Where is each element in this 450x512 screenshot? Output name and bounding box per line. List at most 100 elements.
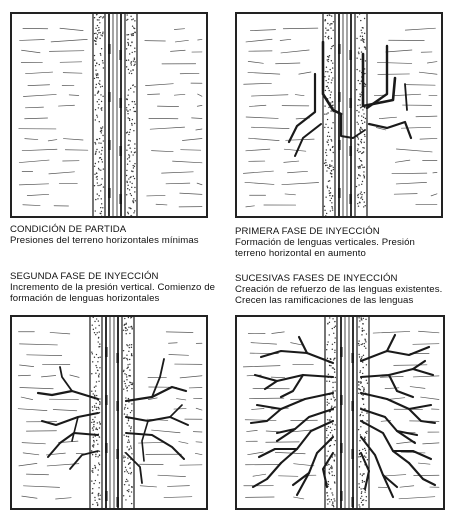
- grout-dot: [363, 391, 364, 392]
- grout-dot: [125, 397, 126, 398]
- grout-dot: [100, 190, 101, 191]
- grout-dot: [363, 41, 364, 42]
- grout-dot: [126, 109, 127, 110]
- grout-dot: [97, 503, 98, 504]
- grout-dot: [94, 497, 95, 498]
- grout-dot: [96, 75, 97, 76]
- grout-dot: [127, 99, 128, 100]
- grout-dot: [357, 148, 358, 149]
- grout-dot: [127, 408, 128, 409]
- soil-hatch-line: [22, 50, 41, 53]
- grout-dot: [125, 456, 126, 457]
- soil-hatch-line: [150, 127, 184, 129]
- grout-dot: [97, 361, 98, 362]
- soil-hatch-line: [51, 39, 87, 42]
- grout-dot: [332, 367, 333, 368]
- grout-dot: [335, 337, 336, 338]
- grout-dot: [95, 466, 96, 467]
- grout-dot: [97, 443, 98, 444]
- grout-dot: [95, 41, 96, 42]
- grout-dot: [98, 77, 99, 78]
- grout-dot: [362, 504, 363, 505]
- grout-dot: [99, 151, 100, 152]
- grout-dot: [359, 175, 360, 176]
- grout-dot: [95, 456, 96, 457]
- grout-dot: [103, 168, 104, 169]
- grout-dot: [97, 422, 98, 423]
- grout-dot: [128, 213, 129, 214]
- soil-hatch-line: [198, 94, 202, 96]
- grout-dot: [134, 101, 135, 102]
- soil-hatch-line: [27, 355, 62, 356]
- soil-hatch-line: [164, 497, 192, 498]
- grout-dot: [91, 422, 92, 423]
- grout-dot: [334, 371, 335, 372]
- grout-dot: [364, 86, 365, 87]
- grout-dot: [360, 36, 361, 37]
- grout-dot: [98, 142, 99, 143]
- soil-hatch-line: [22, 149, 57, 150]
- grout-dot: [358, 205, 359, 206]
- grout-tongue: [405, 84, 407, 110]
- grout-dot: [130, 193, 131, 194]
- grout-dot: [126, 414, 127, 415]
- grout-dot: [359, 450, 360, 451]
- soil-hatch-line: [386, 50, 412, 52]
- soil-hatch-line: [245, 182, 274, 184]
- grout-dot: [101, 184, 102, 185]
- soil-hatch-line: [21, 397, 33, 400]
- grout-dot: [126, 132, 127, 133]
- grout-dot: [327, 37, 328, 38]
- grout-dot: [128, 178, 129, 179]
- grout-dot: [93, 329, 94, 330]
- soil-hatch-line: [427, 62, 437, 63]
- grout-dot: [325, 215, 326, 216]
- grout-dot: [128, 473, 129, 474]
- grout-dot: [99, 499, 100, 500]
- valve-mark: [117, 497, 120, 507]
- grout-dot: [98, 107, 99, 108]
- soil-hatch-line: [418, 463, 430, 464]
- grout-dot: [124, 325, 125, 326]
- grout-dot: [134, 111, 135, 112]
- grout-dot: [99, 451, 100, 452]
- grout-dot: [360, 382, 361, 383]
- grout-dot: [330, 192, 331, 193]
- grout-dot: [326, 155, 327, 156]
- grout-dot: [334, 342, 335, 343]
- grout-dot: [334, 500, 335, 501]
- grout-dot: [365, 341, 366, 342]
- grout-dot: [94, 174, 95, 175]
- grout-dot: [329, 166, 330, 167]
- soil-hatch-line: [49, 51, 84, 52]
- grout-dot: [356, 186, 357, 187]
- grout-dot: [127, 446, 128, 447]
- grout-dot: [101, 159, 102, 160]
- grout-dot: [360, 193, 361, 194]
- grout-dot: [98, 83, 99, 84]
- grout-dot: [99, 17, 100, 18]
- valve-mark: [105, 395, 108, 405]
- grout-dot: [334, 358, 335, 359]
- grout-dot: [367, 459, 368, 460]
- grout-dot: [365, 457, 366, 458]
- grout-dot: [129, 160, 130, 161]
- grout-dot: [362, 38, 363, 39]
- grout-dot: [333, 169, 334, 170]
- grout-dot: [95, 44, 96, 45]
- grout-dot: [97, 429, 98, 430]
- grout-dot: [331, 416, 332, 417]
- grout-dot: [332, 391, 333, 392]
- grout-dot: [102, 135, 103, 136]
- grout-dot: [326, 67, 327, 68]
- grout-dot: [131, 426, 132, 427]
- grout-dot: [334, 444, 335, 445]
- caption-title: PRIMERA FASE DE INYECCIÓN: [235, 226, 447, 237]
- soil-hatch-line: [410, 387, 425, 389]
- grout-dot: [364, 436, 365, 437]
- grout-dot: [361, 120, 362, 121]
- grout-dot: [125, 385, 126, 386]
- grout-dot: [126, 436, 127, 437]
- grout-dot: [363, 404, 364, 405]
- soil-hatch-line: [284, 161, 299, 162]
